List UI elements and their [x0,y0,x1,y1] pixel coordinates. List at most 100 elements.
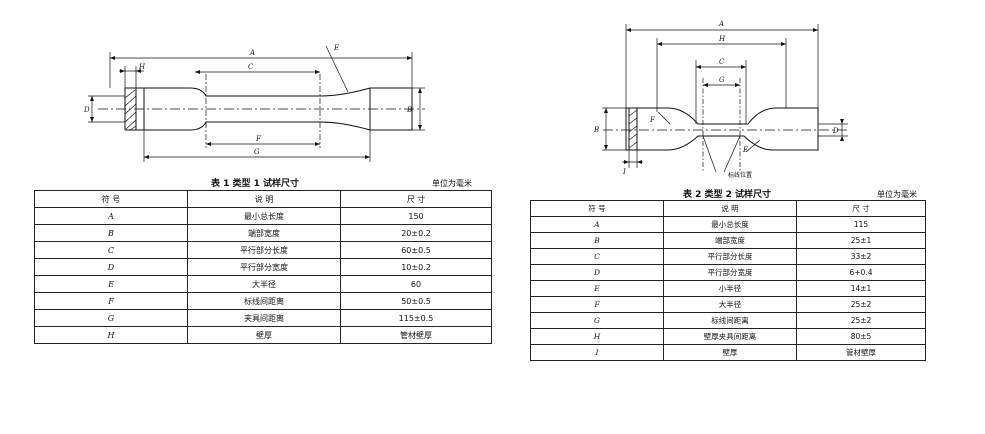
dimension-cell: 33±2 [796,248,926,265]
table1-header-description: 说 明 [187,190,341,208]
description-cell: 端部宽度 [187,224,341,242]
dimension-cell: 60±0.5 [340,241,492,259]
dim-label-F: F [255,135,262,143]
fig2-label-B: B [593,126,599,134]
dimension-cell: 115 [796,216,926,233]
dim-label-H: H [138,63,146,71]
dimension-cell: 115±0.5 [340,309,492,327]
description-cell: 标线间距离 [187,292,341,310]
dimension-cell: 25±2 [796,312,926,329]
table2-header-dimension: 尺 寸 [796,200,926,217]
dimension-cell: 60 [340,275,492,293]
dim-label-E: E [333,44,339,52]
description-cell: 标线间距离 [663,312,797,329]
description-cell: 大半径 [663,296,797,313]
dim-label-C: C [248,63,254,71]
table2-header-symbol: 符 号 [530,200,664,217]
table2-header-description: 说 明 [663,200,797,217]
dimension-cell: 25±2 [796,296,926,313]
symbol-cell: D [530,264,664,281]
specimen-type1-drawing: A H C E D B F G [83,44,425,162]
dimension-cell: 6+0.4 [796,264,926,281]
description-cell: 夹具间距离 [187,309,341,327]
table1-caption: 表 1 类型 1 试样尺寸 [211,179,300,189]
symbol-cell: H [34,326,188,344]
symbol-cell: I [530,344,664,361]
specimen-type2-outline [625,107,819,151]
description-cell: 小半径 [663,280,797,297]
symbol-cell: A [34,207,188,225]
symbol-cell: B [530,232,664,249]
description-cell: 平行部分宽度 [187,258,341,276]
fig2-label-G: G [719,76,725,84]
dim-label-A: A [249,49,255,57]
symbol-cell: D [34,258,188,276]
table2-caption: 表 2 类型 2 试样尺寸 [683,190,772,200]
gauge-mark-label: 标线位置 [728,171,752,179]
description-cell: 平行部分宽度 [663,264,797,281]
dimension-cell: 管材壁厚 [796,344,926,361]
symbol-cell: H [530,328,664,345]
symbol-cell: F [34,292,188,310]
table1-header-row: 符 号 说 明 尺 寸 [34,190,492,208]
symbol-cell: A [530,216,664,233]
table1-header-symbol: 符 号 [34,190,188,208]
fig2-label-H: H [718,35,726,43]
dim-label-G: G [254,148,260,156]
table1-header-dimension: 尺 寸 [340,190,492,208]
description-cell: 平行部分长度 [187,241,341,259]
fig2-label-D: D [832,127,839,135]
specimen-type2-drawing: A H C G B F E D I 标线位置 [593,20,850,179]
fig2-label-F: F [649,116,656,124]
table1-unit: 单位为毫米 [432,179,472,188]
fig2-label-E: E [742,146,748,154]
dim-label-B: B [406,106,412,114]
dimension-cell: 150 [340,207,492,225]
description-cell: 平行部分长度 [663,248,797,265]
symbol-cell: G [34,309,188,327]
description-cell: 最小总长度 [187,207,341,225]
dim-label-D: D [83,106,90,114]
description-cell: 壁厚 [187,326,341,344]
symbol-cell: C [34,241,188,259]
dimension-cell: 管材壁厚 [340,326,492,344]
table2-unit: 单位为毫米 [877,190,917,199]
symbol-cell: E [530,280,664,297]
description-cell: 大半径 [187,275,341,293]
dimension-cell: 25±1 [796,232,926,249]
symbol-cell: G [530,312,664,329]
description-cell: 端部宽度 [663,232,797,249]
symbol-cell: F [530,296,664,313]
symbol-cell: B [34,224,188,242]
fig2-label-C: C [719,58,725,66]
symbol-cell: E [34,275,188,293]
fig2-label-A: A [718,20,724,28]
table2-header-row: 符 号 说 明 尺 寸 [530,200,926,217]
dimension-cell: 10±0.2 [340,258,492,276]
dimension-cell: 80±5 [796,328,926,345]
description-cell: 最小总长度 [663,216,797,233]
dimension-cell: 20±0.2 [340,224,492,242]
fig2-label-I: I [622,168,626,176]
symbol-cell: C [530,248,664,265]
description-cell: 壁厚 [663,344,797,361]
dimension-cell: 50±0.5 [340,292,492,310]
